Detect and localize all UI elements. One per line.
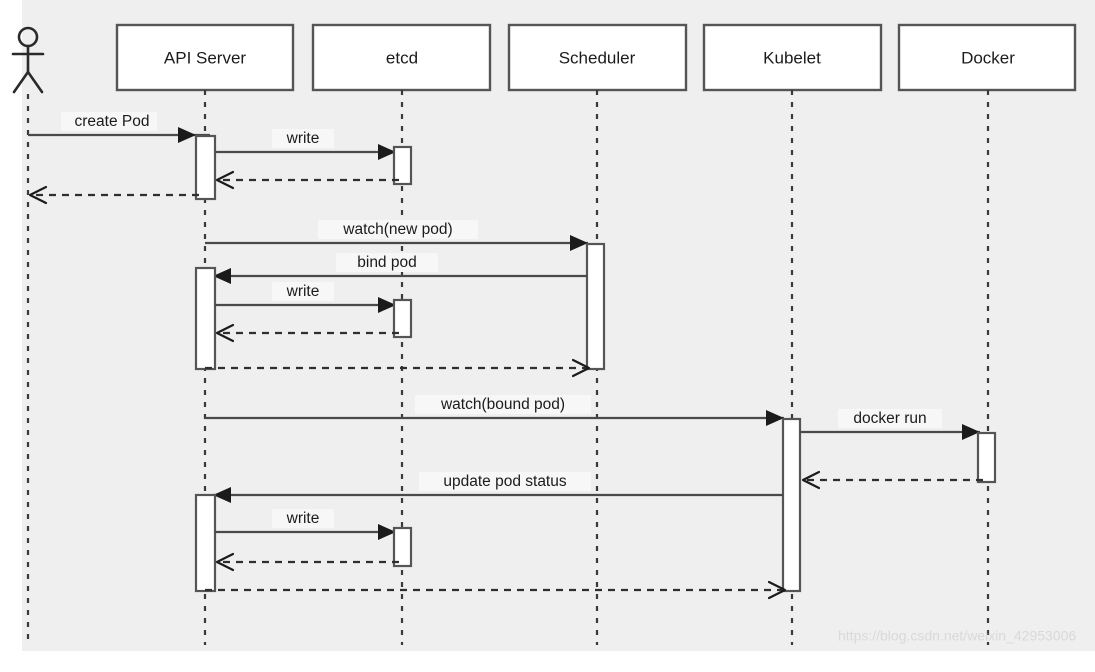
- activation-etcd-1: [392, 145, 413, 186]
- message-return-docker: [801, 470, 983, 490]
- message-label-bind-pod: bind pod: [357, 254, 416, 271]
- message-create-pod: create Pod: [28, 112, 210, 143]
- message-return-etcd-1: [215, 170, 399, 190]
- message-return-etcd-3: [215, 552, 399, 572]
- message-label-update-pod-status: update pod status: [443, 473, 566, 490]
- watermark-text: https://blog.csdn.net/weixin_42953006: [838, 628, 1076, 644]
- message-watch-bound-pod: watch(bound pod): [205, 395, 784, 426]
- message-label-write-1: write: [286, 130, 320, 147]
- message-return-etcd-2: [215, 323, 399, 343]
- message-label-create-pod: create Pod: [75, 113, 150, 130]
- message-return-api-to-scheduler: [205, 358, 591, 378]
- message-return-api-to-kubelet: [205, 580, 787, 600]
- participant-docker[interactable]: Docker: [897, 23, 1077, 92]
- activation-api-server-3: [194, 493, 217, 593]
- participant-label-kubelet: Kubelet: [763, 48, 821, 67]
- message-write-1: write: [215, 129, 396, 160]
- actor-user: [11, 26, 45, 94]
- message-docker-run: docker run: [800, 409, 980, 440]
- message-return-api-to-actor: [28, 185, 199, 205]
- message-label-write-2: write: [286, 283, 320, 300]
- message-bind-pod: bind pod: [213, 253, 587, 284]
- message-write-2: write: [215, 282, 396, 313]
- participant-api-server[interactable]: API Server: [115, 23, 295, 92]
- message-label-watch-new-pod: watch(new pod): [342, 221, 452, 238]
- message-label-watch-bound-pod: watch(bound pod): [440, 396, 565, 413]
- activation-etcd-2: [392, 298, 413, 339]
- activation-api-server-2: [194, 266, 217, 371]
- participant-kubelet[interactable]: Kubelet: [702, 23, 883, 92]
- participant-label-api-server: API Server: [164, 48, 247, 67]
- activation-api-server-1: [194, 134, 217, 201]
- activation-kubelet: [781, 417, 802, 593]
- participant-scheduler[interactable]: Scheduler: [507, 23, 688, 92]
- message-update-pod-status: update pod status: [213, 472, 783, 503]
- participant-label-etcd: etcd: [386, 48, 418, 67]
- participant-etcd[interactable]: etcd: [311, 23, 492, 92]
- participant-label-scheduler: Scheduler: [559, 48, 636, 67]
- activation-etcd-3: [392, 526, 413, 568]
- activation-docker: [976, 431, 997, 484]
- message-write-3: write: [215, 509, 396, 540]
- activation-scheduler: [585, 242, 606, 371]
- message-watch-new-pod: watch(new pod): [205, 220, 588, 251]
- message-label-write-3: write: [286, 510, 320, 527]
- message-label-docker-run: docker run: [853, 410, 926, 427]
- participant-label-docker: Docker: [961, 48, 1015, 67]
